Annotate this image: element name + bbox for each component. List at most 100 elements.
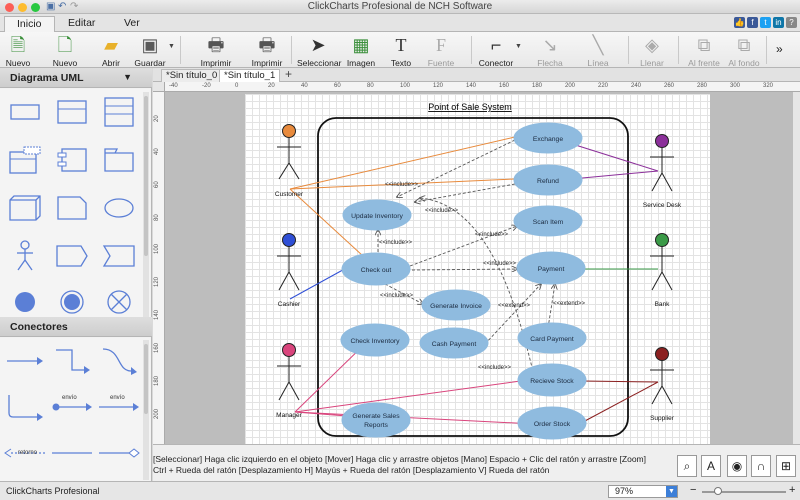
flecha-button[interactable]: ↘ Flecha — [533, 34, 567, 68]
uml-diagram[interactable]: Point of Sale System — [245, 94, 710, 444]
tab-editar[interactable]: Editar — [68, 17, 96, 29]
fuente-button[interactable]: F Fuente — [427, 35, 455, 68]
connectors-header[interactable]: Conectores — [0, 317, 152, 337]
connector-message[interactable] — [49, 384, 95, 430]
diagram-title[interactable]: Point of Sale System — [428, 102, 512, 112]
al-frente-button[interactable]: ⧉ Al frente — [686, 34, 722, 68]
minimize-window-button[interactable] — [18, 3, 27, 12]
tab-ver[interactable]: Ver — [124, 17, 140, 29]
grid-icon[interactable]: ⊞ — [776, 455, 796, 477]
actor-customer[interactable]: Customer — [275, 124, 304, 199]
doc-tab-0[interactable]: *Sin título_0 — [161, 69, 223, 82]
usecase-recieve-stock[interactable]: Recieve Stock — [517, 363, 587, 397]
undo-icon[interactable]: ↶ — [58, 1, 67, 12]
include-checkout-scan[interactable] — [409, 226, 517, 267]
magnet-icon[interactable]: ∩ — [751, 455, 771, 477]
zoom-out-icon[interactable]: − — [690, 484, 697, 496]
zoom-slider[interactable] — [702, 487, 786, 495]
shape-final-state[interactable] — [49, 279, 95, 325]
assoc-manager-recievestock[interactable] — [294, 378, 536, 413]
usecase-scan-item[interactable]: Scan Item — [513, 205, 583, 237]
quick-save-icon[interactable]: ▣ — [46, 1, 56, 12]
usecase-check-inventory[interactable]: Check Inventory — [340, 323, 410, 357]
shape-template-class[interactable] — [2, 137, 48, 183]
facebook-icon[interactable]: f — [747, 17, 758, 28]
linea-button[interactable]: ╲ Línea — [583, 34, 613, 68]
connectors-scrollbar[interactable] — [143, 340, 149, 480]
abrir-button[interactable]: ▰ Abrir — [98, 34, 124, 68]
shape-node[interactable] — [2, 185, 48, 231]
shapes-scrollbar[interactable] — [143, 92, 149, 318]
usecase-generate-invoice[interactable]: Generate Invoice — [421, 289, 491, 321]
shape-use-case[interactable] — [96, 185, 142, 231]
usecase-update-inventory[interactable]: Update Inventory — [342, 199, 412, 231]
extend-card-payment[interactable] — [547, 284, 555, 329]
include-refund-update[interactable] — [415, 183, 516, 202]
shape-note[interactable] — [49, 185, 95, 231]
usecase-order-stock[interactable]: Order Stock — [517, 406, 587, 440]
view-eye-icon[interactable]: ◉ — [727, 455, 747, 477]
add-tab-icon[interactable]: + — [285, 67, 293, 81]
tab-inicio[interactable]: Inicio — [4, 16, 55, 32]
shape-class-two-part[interactable] — [49, 89, 95, 135]
shape-component[interactable] — [49, 137, 95, 183]
shape-class-three-part[interactable] — [96, 89, 142, 135]
system-boundary[interactable] — [317, 117, 629, 437]
usecase-check-out[interactable]: Check out — [341, 252, 411, 286]
assoc-cashier-checkout[interactable] — [289, 265, 351, 300]
shape-receive-signal[interactable] — [96, 233, 142, 279]
more-tools-icon[interactable]: » — [776, 42, 783, 56]
assoc-manager-orderstock[interactable] — [294, 411, 536, 425]
zoom-dropdown-icon[interactable]: ▼ — [666, 486, 677, 497]
assoc-customer-refund[interactable] — [289, 178, 516, 190]
zoom-fit-icon[interactable]: ⌕ — [677, 455, 697, 477]
al-fondo-button[interactable]: ⧉ Al fondo — [728, 35, 760, 68]
maximize-window-button[interactable] — [31, 3, 40, 12]
conector-dropdown-icon[interactable]: ▼ — [515, 43, 522, 50]
collapse-arrow-icon[interactable]: ▼ — [123, 72, 132, 82]
uml-shapes-header[interactable]: Diagrama UML ▼ — [0, 68, 152, 88]
include-recieve-update[interactable] — [420, 198, 536, 381]
assoc-supplier-orderstock[interactable] — [582, 381, 659, 423]
assoc-supplier-recievestock[interactable] — [582, 380, 659, 383]
like-icon[interactable]: 👍 — [734, 17, 745, 28]
include-checkout-payment[interactable] — [411, 269, 517, 270]
actor-service-desk[interactable]: Service Desk — [643, 134, 682, 210]
zoom-in-icon[interactable]: + — [789, 484, 796, 496]
usecase-card-payment[interactable]: Card Payment — [517, 322, 587, 354]
redo-icon[interactable]: ↷ — [70, 1, 79, 12]
zoom-select[interactable]: 97% ▼ — [608, 485, 678, 498]
include-checkout-invoice[interactable] — [384, 283, 423, 304]
imprimir-button[interactable]: 🖶 Imprimir — [251, 35, 283, 68]
close-window-button[interactable] — [5, 3, 14, 12]
actor-supplier[interactable]: Supplier — [650, 347, 675, 423]
connector-send[interactable] — [96, 384, 142, 430]
usecase-payment[interactable]: Payment — [516, 251, 586, 285]
shape-initial-state[interactable] — [2, 279, 48, 325]
connector-plain-line[interactable] — [49, 430, 95, 476]
help-icon[interactable]: ? — [786, 17, 797, 28]
actor-bank[interactable]: Bank — [650, 233, 674, 309]
guardar-button[interactable]: ▣ Guardar — [134, 35, 166, 68]
actor-manager[interactable]: Manager — [276, 343, 303, 420]
conector-button[interactable]: ⌐ Conector — [478, 35, 514, 68]
connector-aggregation[interactable] — [96, 430, 142, 476]
shape-signal[interactable] — [49, 233, 95, 279]
imagen-button[interactable]: ▦ Imagen — [346, 35, 376, 68]
connector-elbow-arrow[interactable] — [49, 338, 95, 384]
connector-return[interactable] — [2, 430, 48, 476]
shape-actor[interactable] — [2, 233, 48, 279]
doc-tab-1[interactable]: *Sin título_1 — [219, 69, 281, 82]
nuevo-button[interactable]: 🗎 Nuevo — [5, 35, 31, 68]
twitter-icon[interactable]: t — [760, 17, 771, 28]
linkedin-icon[interactable]: in — [773, 17, 784, 28]
connector-curved-arrow[interactable] — [96, 338, 142, 384]
assoc-customer-exchange[interactable] — [289, 136, 516, 190]
zoom-slider-knob[interactable] — [714, 487, 722, 495]
usecase-cash-payment[interactable]: Cash Payment — [419, 327, 489, 359]
guardar-dropdown-icon[interactable]: ▼ — [168, 43, 175, 50]
seleccionar-button[interactable]: ➤ Seleccionar — [297, 35, 342, 68]
shape-package[interactable] — [96, 137, 142, 183]
llenar-button[interactable]: ◈ Llenar — [637, 34, 667, 68]
